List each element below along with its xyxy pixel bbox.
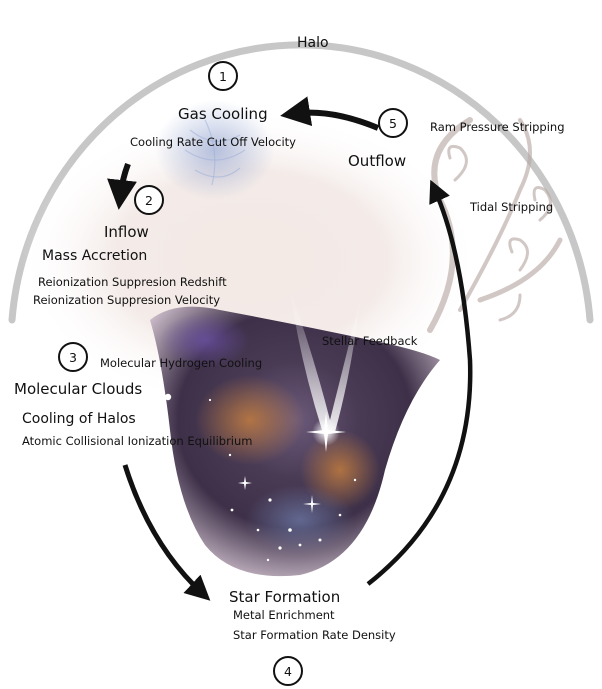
stellar-feedback-label: Stellar Feedback [322, 336, 417, 348]
tidal-stripping-label: Tidal Stripping [470, 202, 553, 214]
step-5-badge: 5 [378, 108, 408, 138]
step-2-badge: 2 [134, 185, 164, 215]
molecular-hydrogen-label: Molecular Hydrogen Cooling [100, 358, 262, 370]
gas-cooling-label: Gas Cooling [178, 107, 268, 122]
step-3-badge: 3 [58, 342, 88, 372]
outflow-label: Outflow [348, 154, 406, 169]
nebula-orange [195, 375, 305, 465]
star-formation-label: Star Formation [229, 590, 340, 605]
metal-enrichment-label: Metal Enrichment [233, 610, 335, 622]
mass-accretion-label: Mass Accretion [42, 249, 147, 263]
reionization-velocity-label: Reionization Suppresion Velocity [33, 295, 220, 307]
ram-pressure-label: Ram Pressure Stripping [430, 122, 565, 134]
inflow-label: Inflow [104, 225, 149, 240]
cooling-rate-label: Cooling Rate Cut Off Velocity [130, 137, 296, 149]
atomic-cie-label: Atomic Collisional Ionization Equilibriu… [22, 436, 252, 448]
step-4-badge: 4 [273, 656, 303, 686]
halo-label: Halo [297, 36, 329, 50]
reionization-redshift-label: Reionization Suppresion Redshift [38, 277, 227, 289]
cooling-of-halos-label: Cooling of Halos [22, 412, 136, 426]
molecular-clouds-label: Molecular Clouds [14, 382, 142, 397]
sfr-density-label: Star Formation Rate Density [233, 630, 396, 642]
step-1-badge: 1 [208, 61, 238, 91]
